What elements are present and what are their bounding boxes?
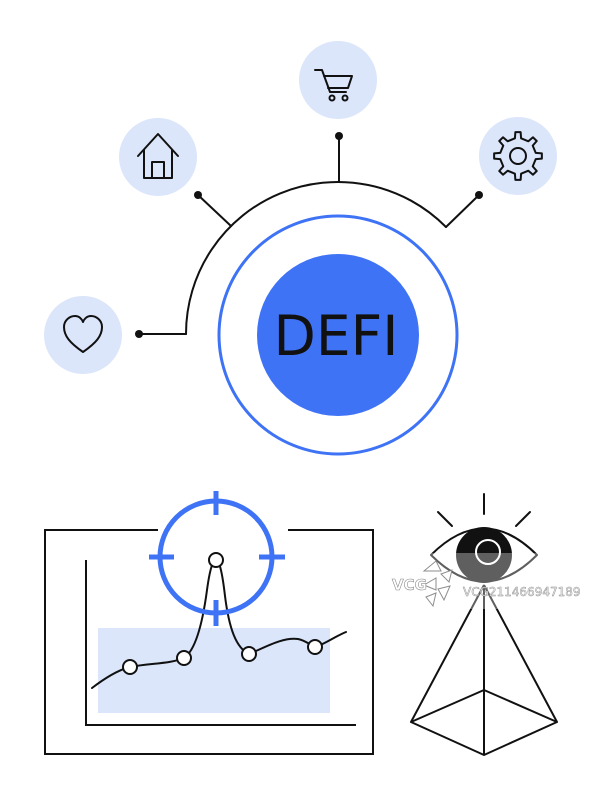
defi-inner-disc xyxy=(257,254,419,416)
cart-bubble-bg xyxy=(299,41,377,119)
watermark-band xyxy=(378,553,602,609)
connector-dots xyxy=(135,132,483,338)
leader-gear xyxy=(445,194,480,228)
chart-panel-icon xyxy=(44,529,374,755)
chart-point xyxy=(122,659,138,675)
outer-arc xyxy=(185,180,447,335)
eye-rays xyxy=(437,493,531,527)
dot-gear xyxy=(475,191,483,199)
crosshair-target-icon xyxy=(149,491,285,626)
eye-pupil-core xyxy=(481,545,495,559)
home-bubble xyxy=(119,118,197,196)
eye-icon xyxy=(430,493,538,583)
watermark: VCG VCG211466947189 xyxy=(378,553,602,609)
chart-frame xyxy=(44,529,374,755)
chart-point xyxy=(176,650,192,666)
leader-home xyxy=(197,194,232,227)
heart-bubble xyxy=(44,296,122,374)
gear-icon xyxy=(493,131,543,181)
shopping-cart-icon xyxy=(314,69,353,102)
dot-home xyxy=(194,191,202,199)
watermark-logo-mark xyxy=(422,560,453,608)
gear-bubble xyxy=(479,117,557,195)
dot-heart xyxy=(135,330,143,338)
connector-network xyxy=(138,135,480,335)
dot-cart xyxy=(335,132,343,140)
chart-point xyxy=(307,639,323,655)
defi-label: DEFI xyxy=(274,304,399,368)
defi-badge: DEFI xyxy=(217,214,459,456)
watermark-text: VCG211466947189 xyxy=(463,585,581,599)
chart-axes xyxy=(85,560,356,726)
home-icon xyxy=(137,133,179,179)
chart-point xyxy=(208,552,224,568)
heart-bubble-bg xyxy=(44,296,122,374)
pyramid-icon xyxy=(410,584,558,756)
chart-point xyxy=(241,646,257,662)
chart-points xyxy=(122,552,323,675)
gear-bubble-bg xyxy=(479,117,557,195)
watermark-logo: VCG xyxy=(392,576,427,594)
heart-icon xyxy=(63,315,103,353)
defi-outer-ring xyxy=(217,214,459,456)
eye-pupil-highlight xyxy=(475,539,501,565)
cart-bubble xyxy=(299,41,377,119)
home-bubble-bg xyxy=(119,118,197,196)
